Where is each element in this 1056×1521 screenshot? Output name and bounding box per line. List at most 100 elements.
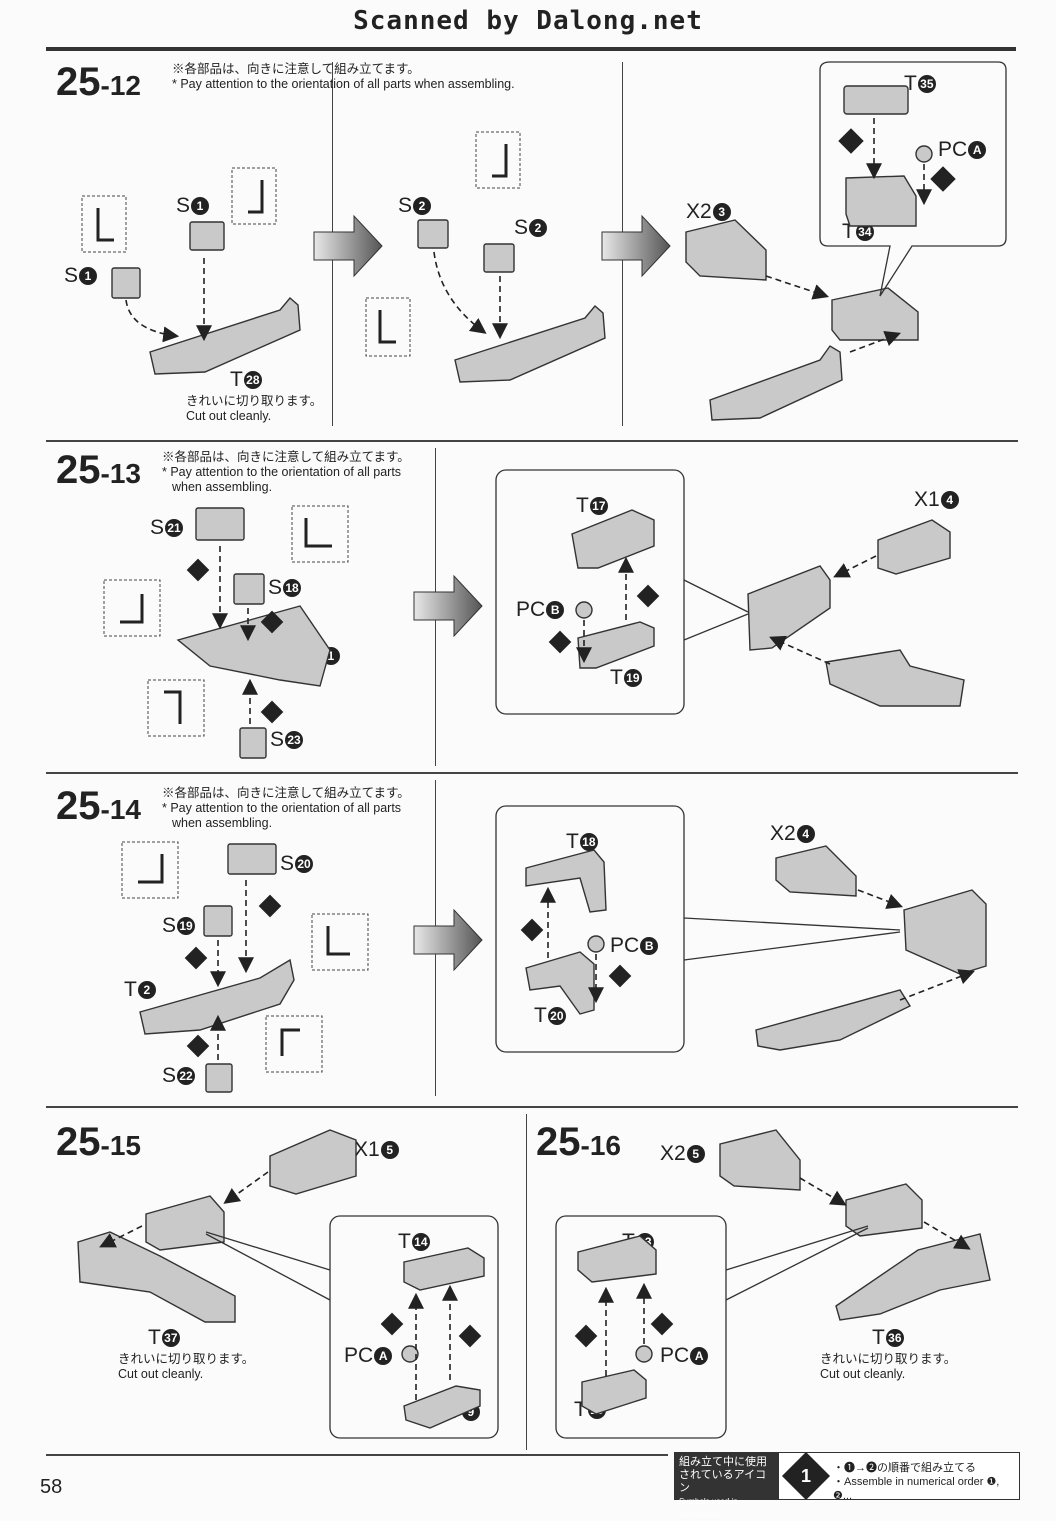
assembly-arrow-15b <box>99 1225 143 1248</box>
callout-lines-25-14 <box>683 917 901 961</box>
part-s20 <box>227 843 277 875</box>
part-s2-b <box>483 243 515 273</box>
frame-t1 <box>176 605 331 687</box>
part-pc-b-13 <box>575 601 593 619</box>
step-25-12-note: ※各部品は、向きに注意して組み立てます。* Pay attention to t… <box>172 62 515 91</box>
assembly-arrow-12c <box>433 251 487 334</box>
part-x1-4 <box>877 519 951 575</box>
part-s19 <box>203 905 233 937</box>
part-t10 <box>581 1369 647 1415</box>
orientation-glyph-13c <box>164 690 182 724</box>
callout-box-25-13 <box>495 469 685 715</box>
part-t14 <box>403 1247 485 1291</box>
order-marker-13-2 <box>186 558 210 582</box>
order-marker-13-3 <box>260 700 284 724</box>
callout-lines-25-15 <box>205 1231 331 1301</box>
assembly-arrow-12e <box>765 275 830 300</box>
part-t19 <box>577 621 655 669</box>
part-s1-a <box>189 221 225 251</box>
part-t34-assembled <box>831 287 919 341</box>
order-marker-14-4 <box>608 964 632 988</box>
assembly-arrow-13f <box>833 555 877 578</box>
orientation-box-13a <box>291 505 349 563</box>
orientation-glyph-13b <box>120 594 144 624</box>
process-arrow-1 <box>313 214 383 278</box>
divider-h-3 <box>46 1106 1018 1108</box>
top-rule <box>46 47 1016 51</box>
part-s2-a <box>417 219 449 249</box>
step-25-13-note: ※各部品は、向きに注意して組み立てます。* Pay attention to t… <box>162 450 410 494</box>
cut-note-25-12: きれいに切り取ります。Cut out cleanly. <box>186 394 323 423</box>
order-marker-14-1 <box>184 946 208 970</box>
frame-t28-c <box>709 345 843 421</box>
divider-h-1 <box>46 440 1018 442</box>
divider-v-15 <box>526 1114 527 1450</box>
part-pc-a-15 <box>401 1345 419 1363</box>
orientation-box-12b <box>231 167 277 225</box>
part-t34 <box>845 175 917 227</box>
part-s18 <box>233 573 265 605</box>
part-t14-assembled <box>145 1195 225 1251</box>
callout-box-25-16 <box>555 1215 727 1439</box>
part-t20 <box>525 951 595 1015</box>
part-t17 <box>571 509 655 569</box>
frame-t28-b <box>454 305 606 383</box>
divider-h-2 <box>46 772 1018 774</box>
frame-t36 <box>835 1233 991 1321</box>
part-x2-5 <box>719 1129 801 1191</box>
part-x2-3 <box>685 219 767 281</box>
part-t13 <box>577 1235 657 1283</box>
part-s21 <box>195 507 245 541</box>
order-marker-14-2 <box>258 894 282 918</box>
order-marker-15-2 <box>458 1324 482 1348</box>
page-number: 58 <box>40 1476 63 1498</box>
order-marker-13-4 <box>548 630 572 654</box>
icon-legend: 組み立て中に使用されているアイコン Symbols used in instru… <box>674 1451 1020 1519</box>
part-t9 <box>403 1385 481 1429</box>
order-marker-13-5 <box>636 584 660 608</box>
order-marker-13-1 <box>260 610 284 634</box>
order-marker-16-1 <box>650 1312 674 1336</box>
orientation-glyph-12d <box>378 310 396 344</box>
step-25-13-number: 25-13 <box>56 448 141 492</box>
orientation-box-12c <box>475 131 521 189</box>
process-arrow-4 <box>413 908 483 972</box>
callout-box-25-12 <box>819 61 1007 297</box>
assembly-arrow-12b <box>125 299 180 343</box>
part-t35 <box>843 85 909 115</box>
orientation-box-13b <box>103 579 161 637</box>
orientation-box-13c <box>147 679 205 737</box>
order-marker-14-5 <box>520 918 544 942</box>
assembly-arrow-12f <box>849 331 901 353</box>
orientation-glyph-14b <box>326 926 350 956</box>
part-s1-b <box>111 267 141 299</box>
orientation-box-12a <box>81 195 127 253</box>
callout-box-25-15 <box>329 1215 499 1439</box>
assembly-arrow-16b <box>923 1221 971 1250</box>
order-marker-12-2 <box>838 128 864 154</box>
orientation-glyph-14c <box>280 1028 300 1056</box>
frame-t1-assembled <box>825 649 965 707</box>
callout-lines-25-13 <box>683 579 749 641</box>
divider-h-4 <box>46 1454 668 1456</box>
part-pc-a <box>915 145 933 163</box>
order-marker-14-3 <box>186 1034 210 1058</box>
orientation-glyph-12b <box>248 180 264 214</box>
